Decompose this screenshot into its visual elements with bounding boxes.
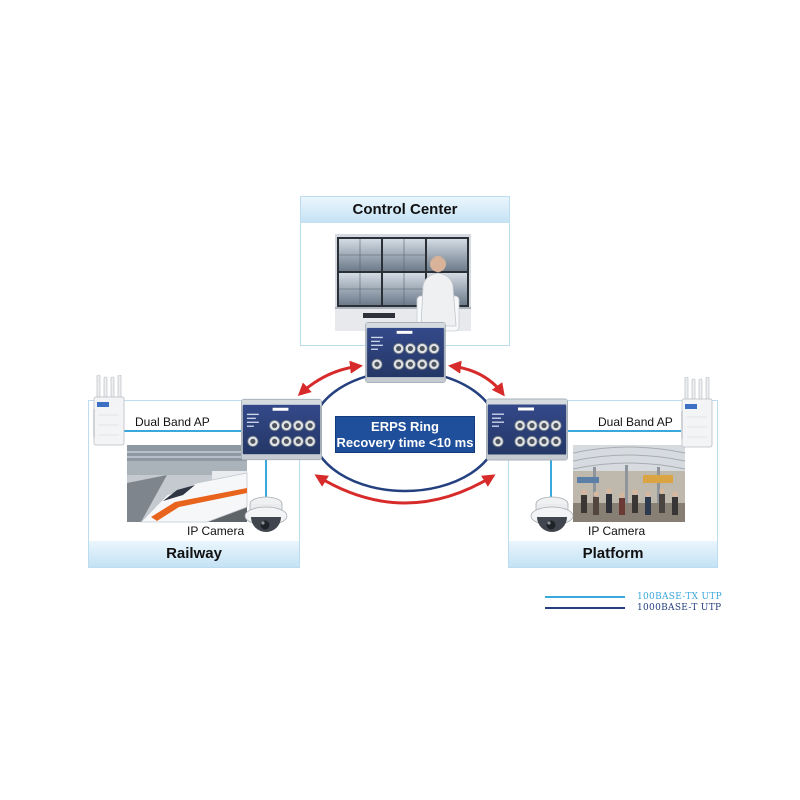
dome-camera-icon [244,496,288,533]
platform-camera-label: IP Camera [588,524,646,538]
erps-ring-subtitle: Recovery time <10 ms [336,435,474,450]
double-arrow-icon [314,474,496,505]
double-arrow-icon [448,360,505,397]
railway-photo [127,445,248,523]
platform-ap-label: Dual Band AP [598,415,673,429]
railway-title: Railway [166,545,222,562]
access-point-icon [93,375,125,446]
platform-title: Platform [582,545,644,562]
industrial-switch-icon [486,398,568,461]
control-center-photo [335,234,471,332]
redundancy-arrows [297,360,505,505]
double-arrow-icon [297,360,363,397]
erps-ring-box: ERPS Ring Recovery time <10 ms [335,416,475,453]
dome-camera-icon [530,496,574,533]
keyboard [363,313,395,318]
legend-label-100base-tx: 100BASE-TX UTP [637,592,723,602]
railway-ap-label: Dual Band AP [135,415,210,429]
platform-header: Platform [509,541,717,567]
railway-header: Railway [89,541,299,567]
legend-label-1000base-t: 1000BASE-T UTP [637,603,722,613]
legend-lines [545,596,625,609]
high-speed-train [140,472,248,523]
erps-ring-title: ERPS Ring [371,419,439,434]
industrial-switch-icon [364,322,447,383]
control-center-title: Control Center [352,201,458,218]
access-point-icon [681,377,713,448]
railway-camera-label: IP Camera [187,524,245,538]
access-links [124,430,683,498]
operator [416,256,460,332]
control-center-header: Control Center [301,197,509,223]
industrial-switch-icon [241,398,322,461]
platform-photo [572,445,686,522]
passengers [581,488,678,515]
